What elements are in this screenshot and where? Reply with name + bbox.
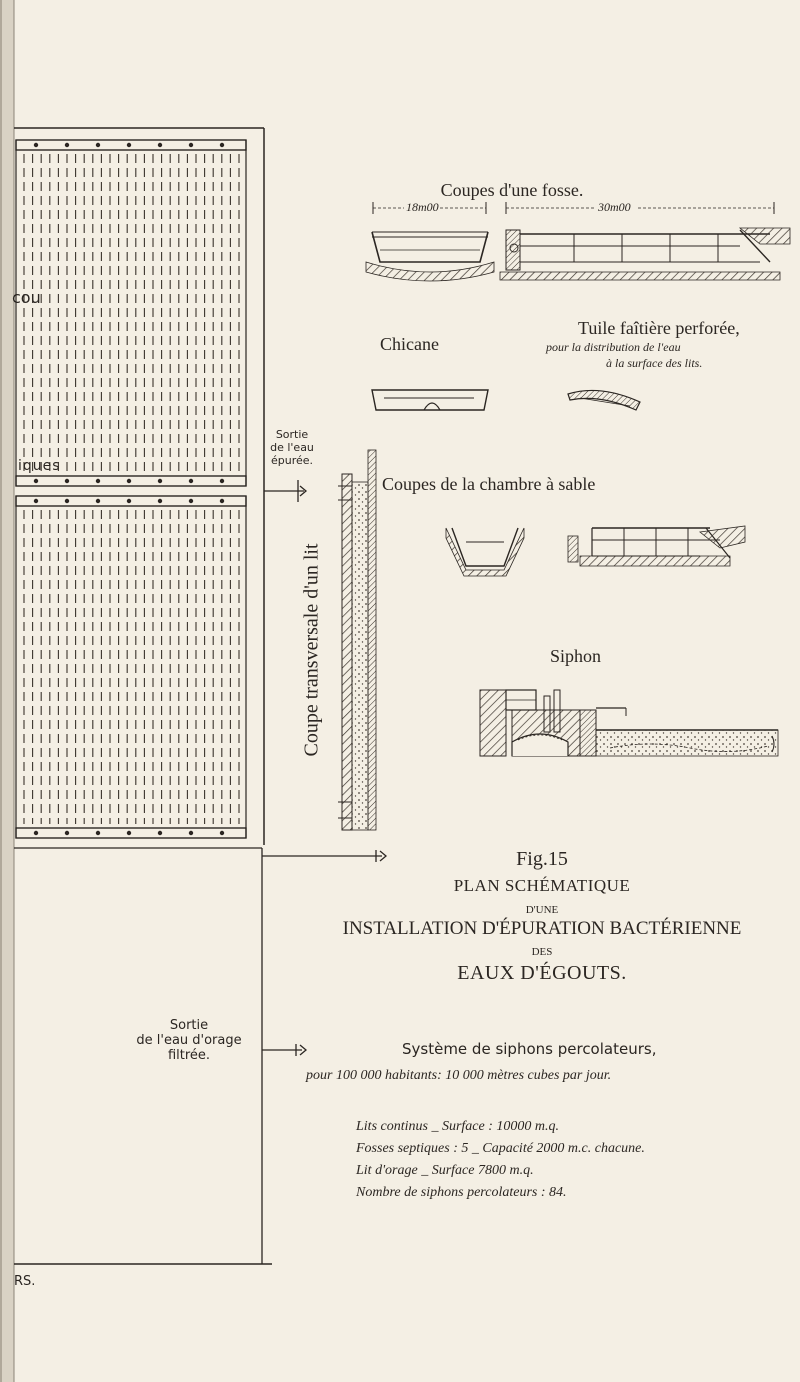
outlet-storm-line-3: filtrée. [167, 1048, 211, 1063]
plan-clipped-label-bottom: RS. [14, 1274, 36, 1289]
outlet-purified-line-2: de l'eau [270, 441, 314, 454]
outlet-purified-label: Sortie de l'eau épurée. [262, 428, 322, 467]
outlet-purified-line-1: Sortie [275, 428, 309, 441]
bed-cross-section-label: Coupe transversale d'un lit [300, 543, 323, 757]
fosse-section-short [365, 231, 495, 282]
sand-chamber-title: Coupes de la chambre à sable [382, 474, 596, 494]
page-edge-shadow [0, 0, 14, 1382]
filter-bed-upper [15, 139, 247, 487]
outlet-arrow-upper [264, 480, 308, 502]
figure-number: Fig.15 [516, 848, 568, 870]
spec-item-storm-bed: Lit d'orage _ Surface 7800 m.q. [356, 1163, 534, 1178]
legend-heading-5: EAUX D'ÉGOUTS. [457, 962, 627, 984]
fosse-dim-right: 30m00 [598, 200, 631, 214]
outlet-arrow-storm [262, 1044, 308, 1056]
spec-list: Lits continus _ Surface : 10000 m.q. Fos… [356, 1116, 645, 1204]
legend-heading-3: INSTALLATION D'ÉPURATION BACTÉRIENNE [342, 918, 742, 939]
fosse-title: Coupes d'une fosse. [440, 180, 584, 200]
chicane-label: Chicane [380, 334, 439, 354]
outlet-purified-line-3: épurée. [270, 454, 314, 467]
legend-heading-2: D'UNE [525, 904, 559, 916]
outlet-arrow-middle [14, 847, 388, 1264]
tile-caption-line-1: pour la distribution de l'eau [546, 340, 681, 354]
tile-caption-line-2: à la surface des lits. [606, 356, 703, 370]
legend-heading-4: DES [531, 946, 553, 958]
tile-title: Tuile faîtière perforée, [578, 318, 740, 338]
outlet-storm-line-1: Sortie [169, 1018, 209, 1033]
system-line-1: Système de siphons percolateurs, [402, 1040, 657, 1058]
chicane-drawing [371, 389, 489, 411]
bed-cross-section [338, 449, 377, 831]
outlet-storm-label: Sortie de l'eau d'orage filtrée. [118, 1018, 260, 1063]
system-line-2: pour 100 000 habitants: 10 000 mètres cu… [306, 1068, 612, 1083]
spec-item-septic-tanks: Fosses septiques : 5 _ Capacité 2000 m.c… [356, 1141, 645, 1156]
spec-item-siphons: Nombre de siphons percolateurs : 84. [356, 1185, 567, 1200]
legend-heading-1: PLAN SCHÉMATIQUE [453, 876, 631, 895]
spec-item-beds: Lits continus _ Surface : 10000 m.q. [356, 1119, 559, 1134]
filter-bed-lower [15, 495, 247, 839]
plan-clipped-label-top: cou [12, 288, 41, 307]
outlet-storm-line-2: de l'eau d'orage [136, 1033, 242, 1048]
fosse-section-long [499, 227, 791, 281]
sand-chamber-section-small [445, 527, 525, 577]
ridge-tile-drawing [567, 389, 641, 411]
siphon-label: Siphon [550, 646, 602, 666]
sand-chamber-section-large [567, 525, 746, 567]
fosse-dim-left: 18m00 [406, 200, 439, 214]
plan-clipped-label-mid: iques [18, 458, 61, 474]
siphon-drawing [479, 689, 779, 757]
